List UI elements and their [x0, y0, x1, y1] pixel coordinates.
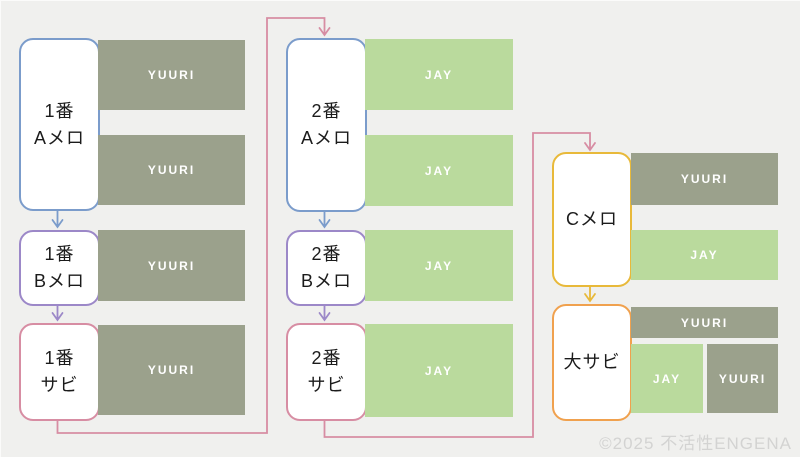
section-label-line2: Bメロ: [33, 271, 85, 291]
singer-block-yuuri: YUURI: [98, 135, 245, 205]
section-box-verse2-b: 2番 Bメロ: [286, 230, 367, 306]
section-label-line1: 1番: [44, 348, 75, 368]
singer-label: JAY: [690, 248, 719, 262]
watermark: ©2025 不活性ENGENA: [599, 434, 792, 453]
singer-block-yuuri: YUURI: [98, 325, 245, 415]
section-label-line2: サビ: [307, 375, 346, 395]
singer-label: YUURI: [147, 363, 196, 377]
singer-block-jay: JAY: [365, 39, 513, 110]
section-label-line1: 2番: [311, 244, 342, 264]
singer-block-yuuri: YUURI: [707, 344, 778, 413]
section-label-line1: 2番: [311, 101, 342, 121]
section-label-line1: 2番: [311, 348, 342, 368]
section-label-line1: 1番: [44, 100, 75, 121]
section-label-line2: サビ: [40, 375, 79, 395]
singer-label: YUURI: [680, 172, 729, 186]
singer-block-jay: JAY: [365, 324, 513, 417]
section-box-verse1-b: 1番 Bメロ: [19, 230, 100, 306]
section-box-c-melo: Cメロ: [552, 152, 632, 287]
singer-label: JAY: [424, 258, 454, 273]
singer-label: JAY: [424, 363, 454, 378]
singer-block-yuuri: YUURI: [98, 230, 245, 301]
section-label-line2: Aメロ: [33, 127, 85, 148]
singer-block-jay: JAY: [365, 135, 513, 206]
section-label-line1: 大サビ: [563, 352, 621, 372]
singer-label: JAY: [424, 163, 454, 178]
singer-label: YUURI: [147, 258, 196, 273]
singer-block-jay: JAY: [631, 230, 778, 280]
section-box-verse1-sabi: 1番 サビ: [19, 323, 100, 421]
section-box-dai-sabi: 大サビ: [552, 304, 632, 421]
section-label-line1: 1番: [44, 244, 75, 264]
singer-label: YUURI: [718, 371, 767, 386]
singer-block-jay: JAY: [631, 344, 703, 413]
section-label-line2: Aメロ: [300, 128, 352, 148]
section-label-line2: Bメロ: [300, 271, 352, 291]
singer-label: JAY: [652, 371, 682, 386]
singer-block-yuuri: YUURI: [631, 307, 778, 338]
singer-block-yuuri: YUURI: [631, 153, 778, 205]
singer-block-yuuri: YUURI: [98, 40, 245, 110]
section-box-verse2-sabi: 2番 サビ: [286, 323, 367, 421]
singer-block-jay: JAY: [365, 230, 513, 301]
section-box-verse2-a: 2番 Aメロ: [286, 38, 367, 212]
section-label-line1: Cメロ: [566, 209, 618, 229]
section-box-verse1-a: 1番 Aメロ: [19, 38, 100, 211]
singer-label: JAY: [424, 67, 454, 82]
singer-label: YUURI: [147, 68, 196, 82]
singer-label: YUURI: [147, 163, 196, 177]
singer-label: YUURI: [680, 315, 729, 330]
